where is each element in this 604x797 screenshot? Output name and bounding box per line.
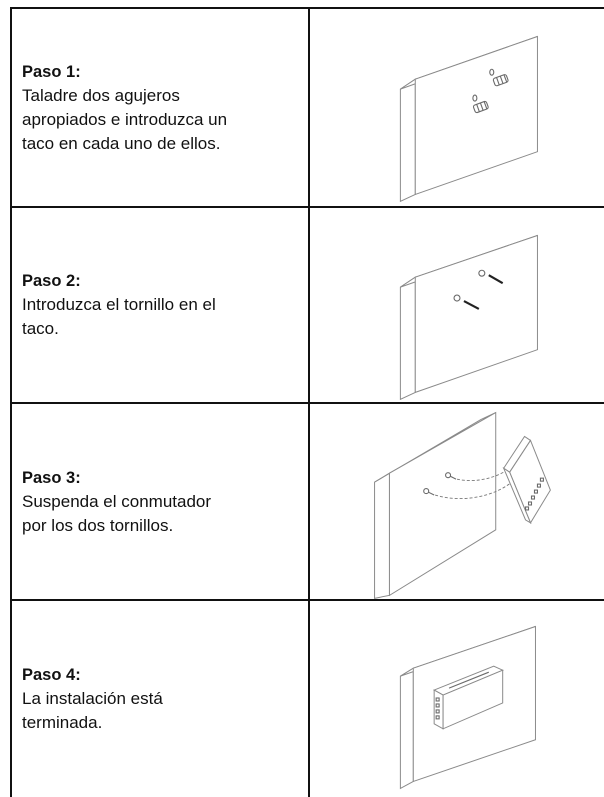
step-1-illustration-cell [310, 9, 604, 206]
step-3-title: Paso 3: [22, 468, 81, 487]
step-1-line-2: apropiados e introduzca un [22, 109, 228, 129]
switch-ports [524, 477, 544, 511]
step-4-illustration-cell [310, 601, 604, 797]
step-3-line-1: Suspenda el conmutador [22, 491, 212, 511]
step-row-2: Paso 2: Introduzca el tornillo en el tac… [12, 208, 604, 404]
step-3-line-2: por los dos tornillos. [22, 515, 174, 535]
wall-drilled-holes-with-anchors-icon [399, 35, 538, 203]
step-2-illustration-cell [310, 208, 604, 402]
wall-screws-into-anchors-icon [399, 234, 538, 401]
step-row-1: Paso 1: Taladre dos agujeros apropiados … [12, 9, 604, 208]
step-4-title: Paso 4: [22, 666, 81, 684]
step-2-line-1: Introduzca el tornillo en el [22, 295, 216, 314]
step-1-title: Paso 1: [22, 62, 81, 81]
step-2-line-2: taco. [22, 319, 59, 338]
mounted-switch-ports [435, 697, 440, 720]
step-row-4: Paso 4: La instalación está terminada. [12, 601, 604, 797]
step-4-line-1: La instalación está [22, 689, 163, 708]
switch-mounted-on-wall-icon [399, 625, 536, 790]
step-2-title: Paso 2: [22, 272, 81, 290]
step-4-line-2: terminada. [22, 713, 103, 732]
installation-steps-table: Paso 1: Taladre dos agujeros apropiados … [10, 7, 604, 797]
step-row-3: Paso 3: Suspenda el conmutador por los d… [12, 404, 604, 601]
step-3-illustration-cell [310, 404, 604, 599]
switch-hanging-on-screws-icon [374, 411, 551, 599]
step-1-line-3: taco en cada uno de ellos. [22, 133, 221, 153]
step-3-text-cell: Paso 3: Suspenda el conmutador por los d… [12, 404, 310, 599]
step-2-text-cell: Paso 2: Introduzca el tornillo en el tac… [12, 208, 310, 402]
step-1-line-1: Taladre dos agujeros [22, 85, 180, 105]
step-1-text-cell: Paso 1: Taladre dos agujeros apropiados … [12, 9, 310, 206]
step-4-text-cell: Paso 4: La instalación está terminada. [12, 601, 310, 797]
